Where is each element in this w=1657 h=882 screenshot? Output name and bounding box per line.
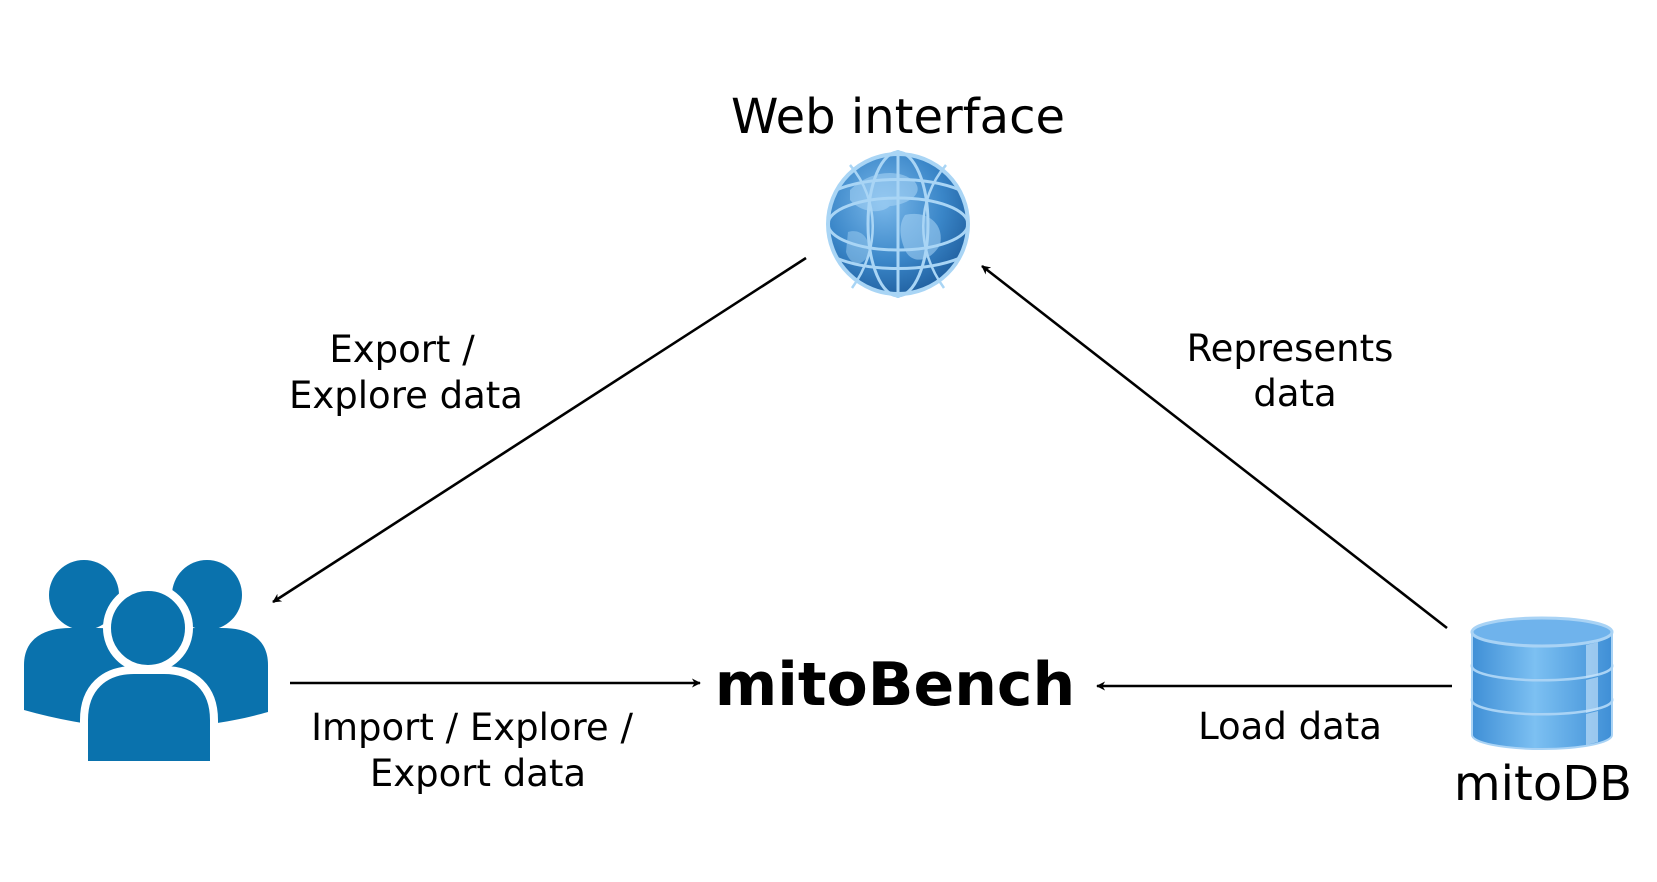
users-group-icon [24,560,268,769]
label-mitodb-to-web-line2: data [1253,372,1336,415]
mitodb-label: mitoDB [1454,756,1632,812]
label-web-to-users-line2: Explore data [289,374,523,417]
arrow-web-to-users [272,256,807,604]
label-users-to-mitobench-line1: Import / Explore / [311,706,633,749]
label-mitodb-to-web-line1: Represents [1187,327,1394,370]
database-icon [1470,616,1614,750]
label-web-to-users-line1: Export / [329,328,475,371]
mitobench-label: mitoBench [715,650,1075,720]
web-interface-title: Web interface [731,89,1065,145]
label-mitodb-to-mitobench: Load data [1198,705,1382,748]
arrow-mitodb-to-web [981,264,1448,630]
label-users-to-mitobench-line2: Export data [370,752,586,795]
globe-icon [826,150,970,298]
